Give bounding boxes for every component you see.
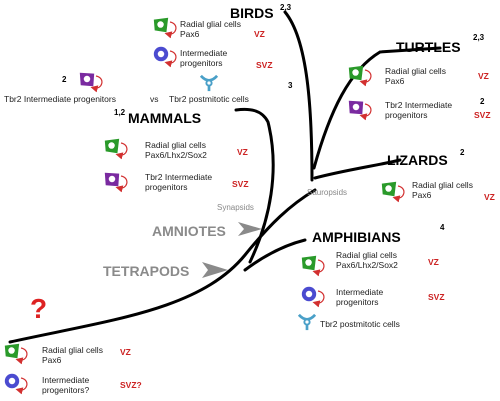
ancestor-inter-zone: SVZ? [120,380,142,390]
birds-inter-label-2: progenitors [180,58,223,68]
radial-glial-cell-icon [381,181,397,197]
self-renewal-arrow-icon [164,50,177,68]
ref-amphibians: 4 [440,223,445,232]
comparison-left-label: Tbr2 Intermediate progenitors [4,94,116,104]
label-synapsids: Synapsids [217,203,254,212]
intermediate-progenitor-icon [4,373,20,389]
tree-branches [8,10,442,344]
tbr2-postmitotic-cell-icon [200,74,218,92]
ancestor-radial-label-1: Radial glial cells [42,345,103,355]
self-renewal-arrow-icon [359,69,372,87]
branch-root [8,188,317,344]
mammals-radial-label-2: Pax6/Lhx2/Sox2 [145,150,207,160]
ancestor-cells: ? Radial glial cells Pax6 VZ Intermediat… [4,293,142,395]
mammals-radial-zone: VZ [237,147,248,157]
mammals-radial-label-1: Radial glial cells [145,140,206,150]
ref-lizards: 2 [460,148,465,157]
lizards-radial-label-1: Radial glial cells [412,180,473,190]
amphibians-radial-label-1: Radial glial cells [336,250,397,260]
ref-turtles: 2,3 [473,33,485,42]
radial-glial-cell-icon [104,138,120,154]
branch-mammals [234,107,275,264]
lizards-radial-label-2: Pax6 [412,190,432,200]
tbr2-postmitotic-cell-icon [298,313,316,331]
birds-inter-label-1: Intermediate [180,48,228,58]
tetrapods-arrow [202,262,228,278]
clade-birds: BIRDS [230,5,274,21]
tbr2-intermediate-progenitor-icon [104,172,120,187]
turtles-tbr2-zone: SVZ [474,110,491,120]
branch-turtles [312,46,442,170]
amphibians-inter-label-2: progenitors [336,297,379,307]
clade-amphibians: AMPHIBIANS [312,229,401,245]
self-renewal-arrow-icon [392,185,405,203]
branch-lizards [313,158,402,180]
ancestor-question-mark: ? [30,293,47,324]
turtles-tbr2-label-1: Tbr2 Intermediate [385,100,452,110]
self-renewal-arrow-icon [15,347,28,365]
comparison-ref-right: 3 [288,81,293,90]
clade-lizards: LIZARDS [387,152,448,168]
self-renewal-arrow-icon [15,377,28,395]
comparison-right-label: Tbr2 postmitotic cells [169,94,249,104]
comparison-ref-left: 2 [62,75,67,84]
tbr2-intermediate-progenitor-icon [79,72,95,87]
birds-radial-zone: VZ [254,29,265,39]
mammals-tbr2-label-2: progenitors [145,182,188,192]
branch-amphibians [243,238,307,272]
label-sauropsids: Sauropsids [307,188,347,197]
turtles-tbr2-label-2: progenitors [385,110,428,120]
intermediate-progenitor-icon [153,46,169,62]
amphibians-radial-label-2: Pax6/Lhx2/Sox2 [336,260,398,270]
radial-glial-cell-icon [301,255,317,271]
lizards-cells: Radial glial cells Pax6 VZ [381,180,495,203]
turtles-cells: Radial glial cells Pax6 VZ Tbr2 Intermed… [348,65,491,121]
mammals-tbr2-zone: SVZ [232,179,249,189]
intermediate-progenitor-icon [301,286,317,302]
turtles-radial-zone: VZ [478,71,489,81]
amphibians-radial-zone: VZ [428,257,439,267]
birds-inter-zone: SVZ [256,60,273,70]
mammals-tbr2-label-1: Tbr2 Intermediate [145,172,212,182]
self-renewal-arrow-icon [312,290,325,308]
turtles-tbr2-ref: 2 [480,97,485,106]
birds-radial-label-2: Pax6 [180,29,200,39]
self-renewal-arrow-icon [164,21,177,39]
comparison-row: 2 Tbr2 Intermediate progenitors vs Tbr2 … [4,72,293,104]
clade-mammals: MAMMALS [128,110,201,126]
comparison-vs: vs [150,94,159,104]
self-renewal-arrow-icon [359,103,372,121]
radial-glial-cell-icon [4,343,20,359]
ref-birds: 2,3 [280,3,292,12]
amniotes-arrow [238,222,262,236]
clade-turtles: TURTLES [396,39,461,55]
lizards-radial-zone: VZ [484,192,495,202]
turtles-radial-label-2: Pax6 [385,76,405,86]
birds-radial-label-1: Radial glial cells [180,19,241,29]
ancestor-inter-label-2: progenitors? [42,385,90,395]
birds-cells: Radial glial cells Pax6 VZ Intermediate … [153,17,273,70]
label-tetrapods: TETRAPODS [103,263,189,279]
self-renewal-arrow-icon [115,175,128,193]
turtles-radial-label-1: Radial glial cells [385,66,446,76]
ancestor-radial-label-2: Pax6 [42,355,62,365]
branch-birds [283,10,314,182]
self-renewal-arrow-icon [312,259,325,277]
self-renewal-arrow-icon [90,75,103,93]
label-amniotes: AMNIOTES [152,223,226,239]
radial-glial-cell-icon [153,17,169,33]
radial-glial-cell-icon [348,65,364,81]
ref-mammals: 1,2 [114,108,126,117]
ancestor-inter-label-1: Intermediate [42,375,90,385]
ancestor-radial-zone: VZ [120,347,131,357]
amphibians-inter-label-1: Intermediate [336,287,384,297]
amphibians-cells: Radial glial cells Pax6/Lhx2/Sox2 VZ Int… [298,250,445,331]
amphibians-inter-zone: SVZ [428,292,445,302]
self-renewal-arrow-icon [115,142,128,160]
mammals-cells: Radial glial cells Pax6/Lhx2/Sox2 VZ Tbr… [104,138,249,193]
amphibians-post-label: Tbr2 postmitotic cells [320,319,400,329]
tbr2-intermediate-progenitor-icon [348,100,364,115]
